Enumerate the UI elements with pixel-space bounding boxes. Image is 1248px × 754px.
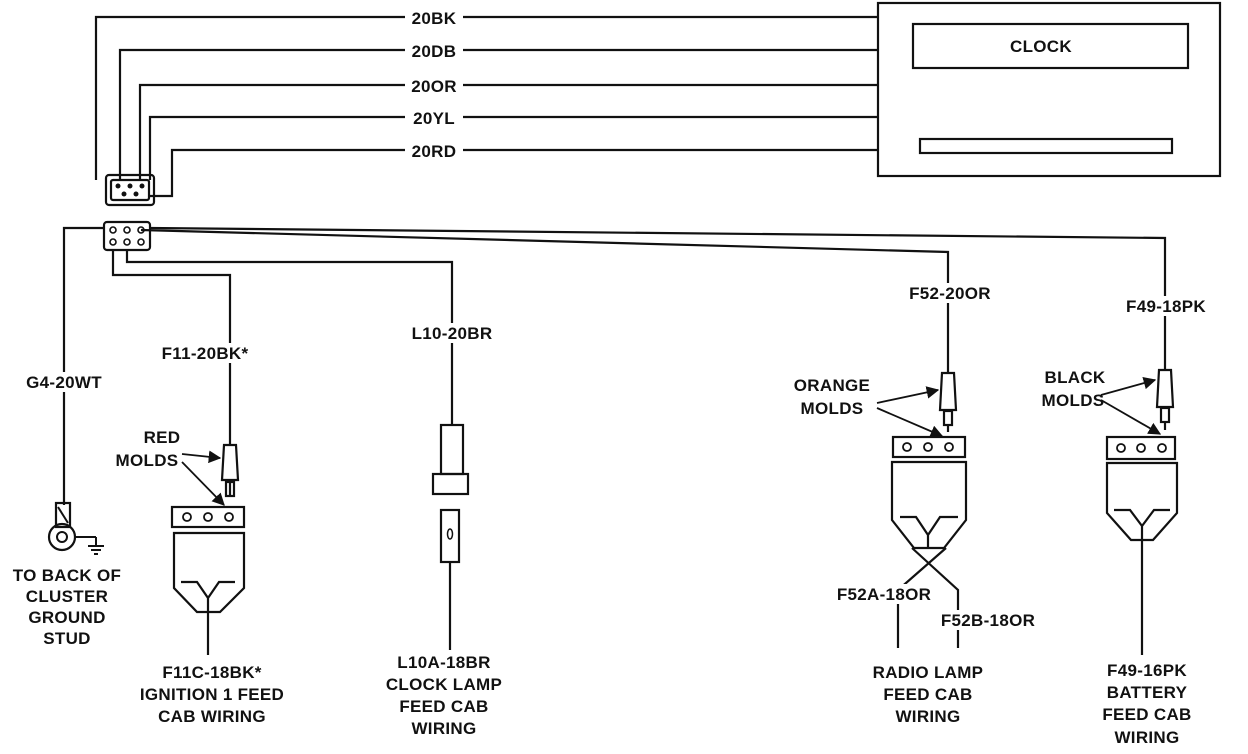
clock-lamp-cab-wire: L10A-18BR [397,653,490,672]
ground-dest-line-3: GROUND [28,608,105,627]
black-molds-line-1: BLACK [1045,368,1106,387]
clock-module: CLOCK [876,1,1222,178]
wire-label-20yl: 20YL [413,109,455,128]
battery-circuit: F49-18PK BLACK MOLDS F49-16PK BATTERY FE… [149,226,1212,747]
wire-f49 [149,226,1167,370]
radio-cab-desc-1: RADIO LAMP [873,663,984,682]
radio-cab-wire-a: F52A-18OR [837,585,931,604]
radio-lamp-cab-connector-body [890,460,968,550]
wire-20db [118,48,878,180]
red-mold-plug [220,443,240,482]
wire-label-f49: F49-18PK [1126,297,1206,316]
radio-cab-desc-3: WIRING [895,707,960,726]
wire-label-20rd: 20RD [412,142,457,161]
wire-label-f52: F52-20OR [909,284,991,303]
orange-mold-plug [938,371,958,412]
ignition-cab-connector-strip [170,505,246,529]
lower-connector [102,220,152,252]
ignition-cab-desc-1: IGNITION 1 FEED [140,685,284,704]
wire-20rd [150,148,878,198]
wire-label-f11: F11-20BK* [162,344,249,363]
ignition-cab-wire: F11C-18BK* [162,663,261,682]
wire-label-20db: 20DB [412,42,457,61]
black-molds-line-2: MOLDS [1042,391,1105,410]
wire-label-l10: L10-20BR [412,324,493,343]
clock-lamp-circuit: L10-20BR L10A-18BR CLOCK LAMP FEED CAB W… [125,250,502,738]
lamp-socket-base [431,472,470,496]
upper-connector [104,173,156,207]
ground-circuit: G4-20WT TO BACK OF CLUSTER GROUND STUD [13,226,121,648]
radio-lamp-cab-connector-strip [891,435,967,459]
orange-molds-line-1: ORANGE [794,376,870,395]
wire-g4 [62,226,104,505]
clock-lamp-cab-desc-1: CLOCK LAMP [386,675,502,694]
lamp-bulb [439,508,461,564]
battery-cab-wire: F49-16PK [1107,661,1187,680]
battery-cab-desc-3: WIRING [1114,728,1179,747]
ground-dest-line-2: CLUSTER [26,587,108,606]
wire-f52 [140,228,950,373]
radio-lamp-circuit: F52-20OR ORANGE MOLDS F52A-18OR F52B-18O… [140,228,1042,726]
wire-label-20bk: 20BK [412,9,457,28]
battery-cab-connector-strip [1105,435,1177,461]
ignition-cab-desc-2: CAB WIRING [158,707,266,726]
wire-label-g4: G4-20WT [26,373,102,392]
wire-20bk [94,15,878,180]
wire-20yl [148,115,878,180]
clock-slot [918,137,1174,155]
red-molds-line-2: MOLDS [116,451,179,470]
radio-cab-wire-b: F52B-18OR [941,611,1035,630]
wire-label-20or: 20OR [411,77,457,96]
black-mold-plug [1155,368,1175,409]
battery-cab-desc-2: FEED CAB [1102,705,1191,724]
clock-lamp-cab-desc-3: WIRING [411,719,476,738]
battery-cab-connector-body [1105,461,1179,542]
clock-label: CLOCK [1010,37,1072,56]
clock-display [911,22,1190,70]
clock-harness: 20BK 20DB 20OR 20YL 20RD [94,8,878,198]
radio-cab-desc-2: FEED CAB [883,685,972,704]
ground-dest-line-1: TO BACK OF [13,566,121,585]
clock-lamp-cab-desc-2: FEED CAB [399,697,488,716]
battery-cab-desc-1: BATTERY [1107,683,1188,702]
orange-molds-line-2: MOLDS [801,399,864,418]
red-molds-line-1: RED [144,428,181,447]
lamp-socket-upper [439,423,465,476]
wire-20or [138,83,878,180]
ground-dest-line-4: STUD [43,629,90,648]
wire-l10 [125,250,454,425]
ignition-circuit: F11-20BK* RED MOLDS F11C-18BK* IGNITION … [111,250,284,726]
ignition-cab-connector-body [172,531,246,614]
